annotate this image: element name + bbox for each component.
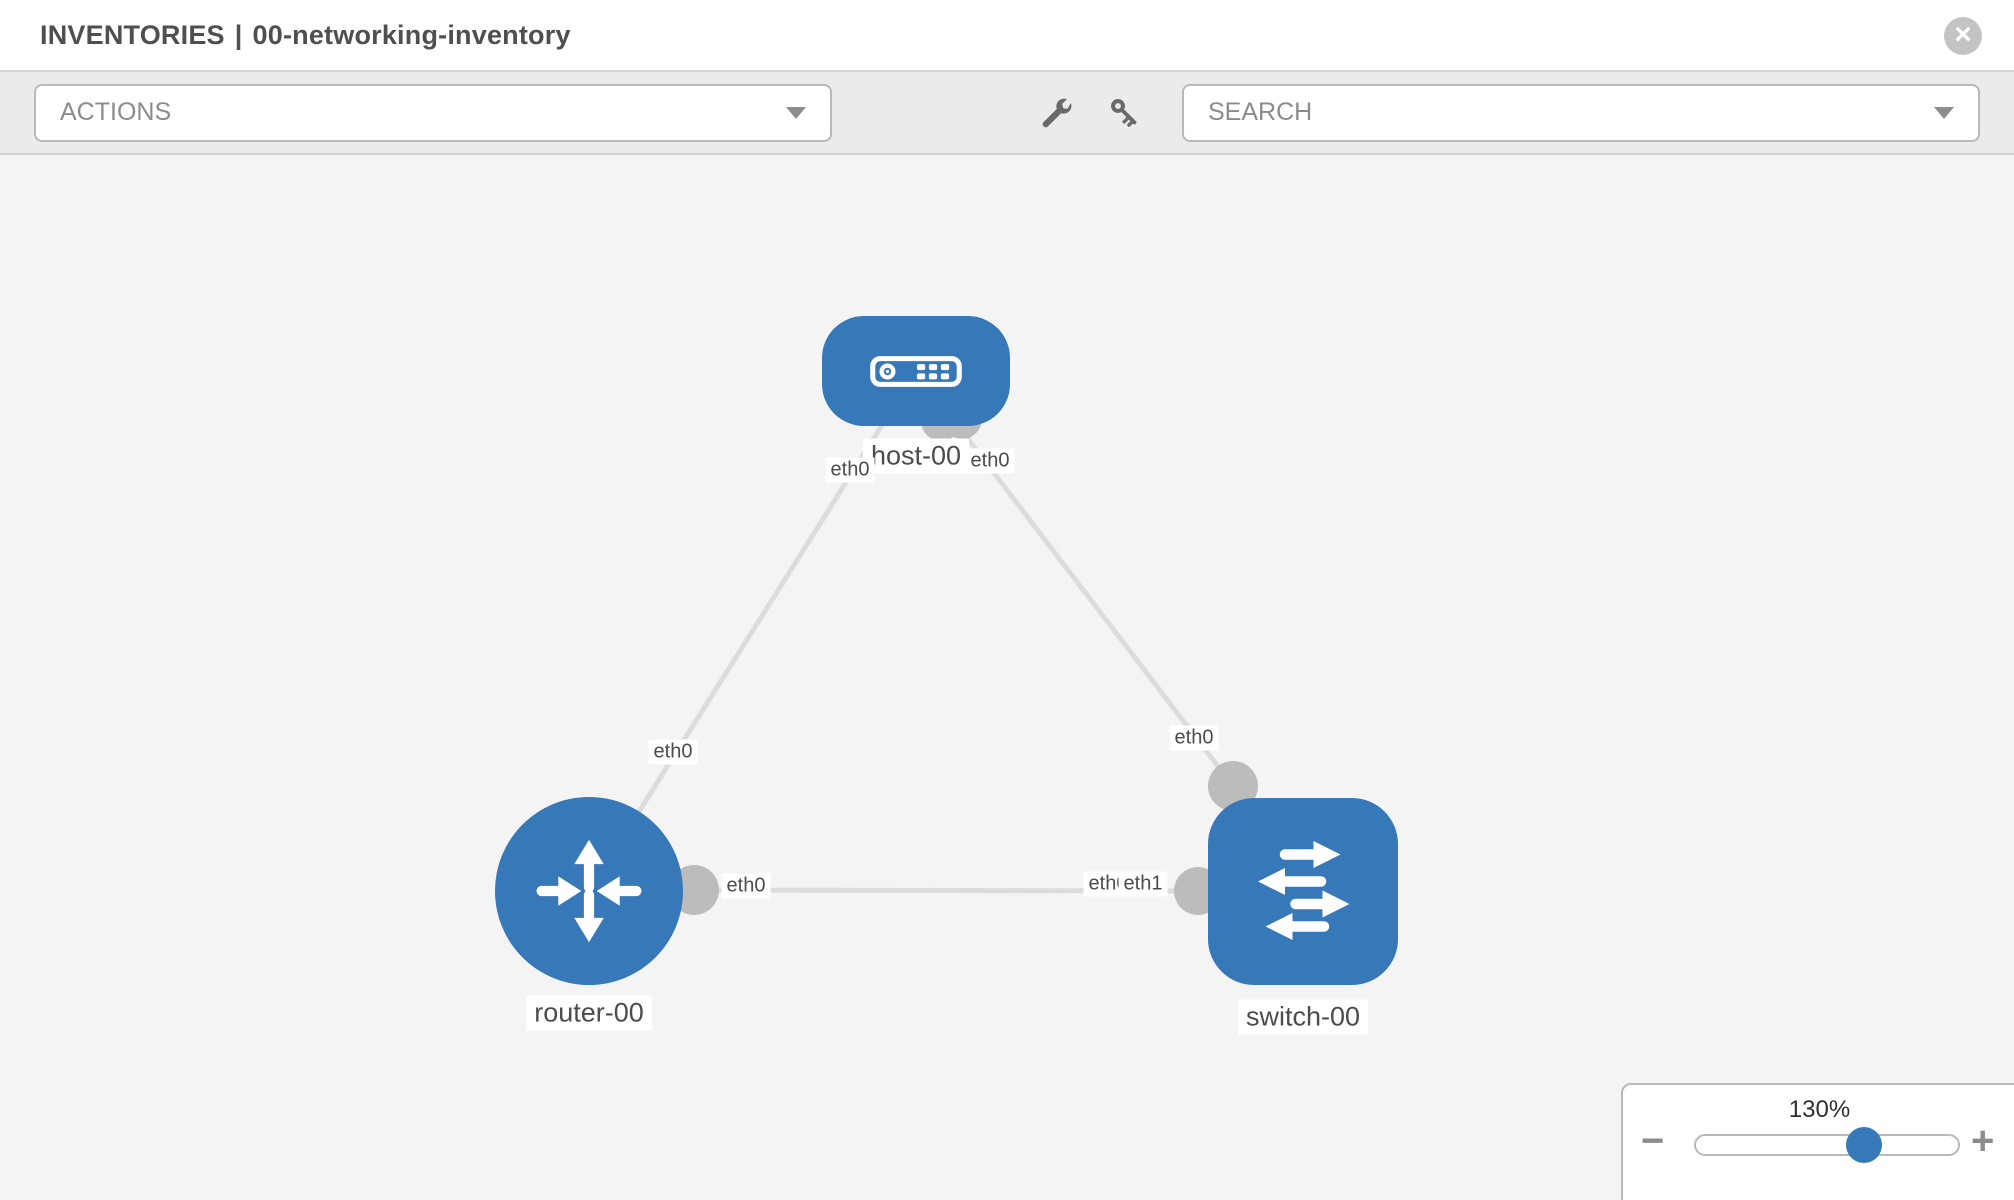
search-placeholder: SEARCH xyxy=(1208,98,1313,126)
search-dropdown[interactable]: SEARCH xyxy=(1182,83,1980,142)
breadcrumb-separator: | xyxy=(234,19,243,50)
key-icon[interactable] xyxy=(1107,95,1143,131)
page-title: INVENTORIES | 00-networking-inventory xyxy=(40,20,571,51)
node-label-switch: switch-00 xyxy=(1237,999,1369,1035)
zoom-percent-value: 130% xyxy=(1788,1096,1851,1123)
toolbar: ACTIONS SEARCH xyxy=(0,72,2014,155)
node-host-00[interactable] xyxy=(822,316,1010,426)
zoom-in-button[interactable]: + xyxy=(1971,1119,1995,1163)
chevron-down-icon xyxy=(786,106,806,119)
zoom-control-panel: 130% − + xyxy=(1621,1083,2014,1200)
actions-dropdown-label: ACTIONS xyxy=(60,98,172,126)
node-label-router: router-00 xyxy=(526,995,652,1031)
interface-label-host-left: eth0 xyxy=(825,457,875,483)
node-switch-00[interactable] xyxy=(1208,798,1398,985)
host-icon xyxy=(870,355,962,387)
interface-label-switch-top: eth0 xyxy=(1169,725,1219,751)
node-label-host: host-00 xyxy=(862,438,970,474)
wrench-icon[interactable] xyxy=(1037,95,1073,131)
close-button[interactable]: × xyxy=(1944,17,1982,55)
zoom-slider-thumb[interactable] xyxy=(1846,1127,1882,1163)
interface-label-host-right: eth0 xyxy=(965,448,1015,474)
links-layer xyxy=(586,369,1258,915)
breadcrumb-section: INVENTORIES xyxy=(40,19,225,50)
zoom-slider-track[interactable] xyxy=(1694,1134,1960,1156)
chevron-down-icon xyxy=(1934,106,1954,119)
close-icon: × xyxy=(1954,17,1972,51)
inventory-name: 00-networking-inventory xyxy=(252,19,571,50)
toolbar-tools xyxy=(1037,95,1143,131)
interface-label-router-top: eth0 xyxy=(648,739,698,765)
switch-icon xyxy=(1258,840,1350,940)
panel-header: INVENTORIES | 00-networking-inventory × xyxy=(0,0,2014,72)
zoom-out-button[interactable]: − xyxy=(1641,1119,1665,1163)
node-router-00[interactable] xyxy=(495,797,683,985)
topology-canvas[interactable]: host-00 router-00 switch-00 eth0 eth0 et… xyxy=(0,155,2014,1200)
actions-dropdown[interactable]: ACTIONS xyxy=(34,83,832,142)
interface-label-router-right: eth0 xyxy=(721,873,771,899)
interface-label-switch-left: eth1 xyxy=(1118,871,1168,897)
router-icon xyxy=(536,839,642,943)
